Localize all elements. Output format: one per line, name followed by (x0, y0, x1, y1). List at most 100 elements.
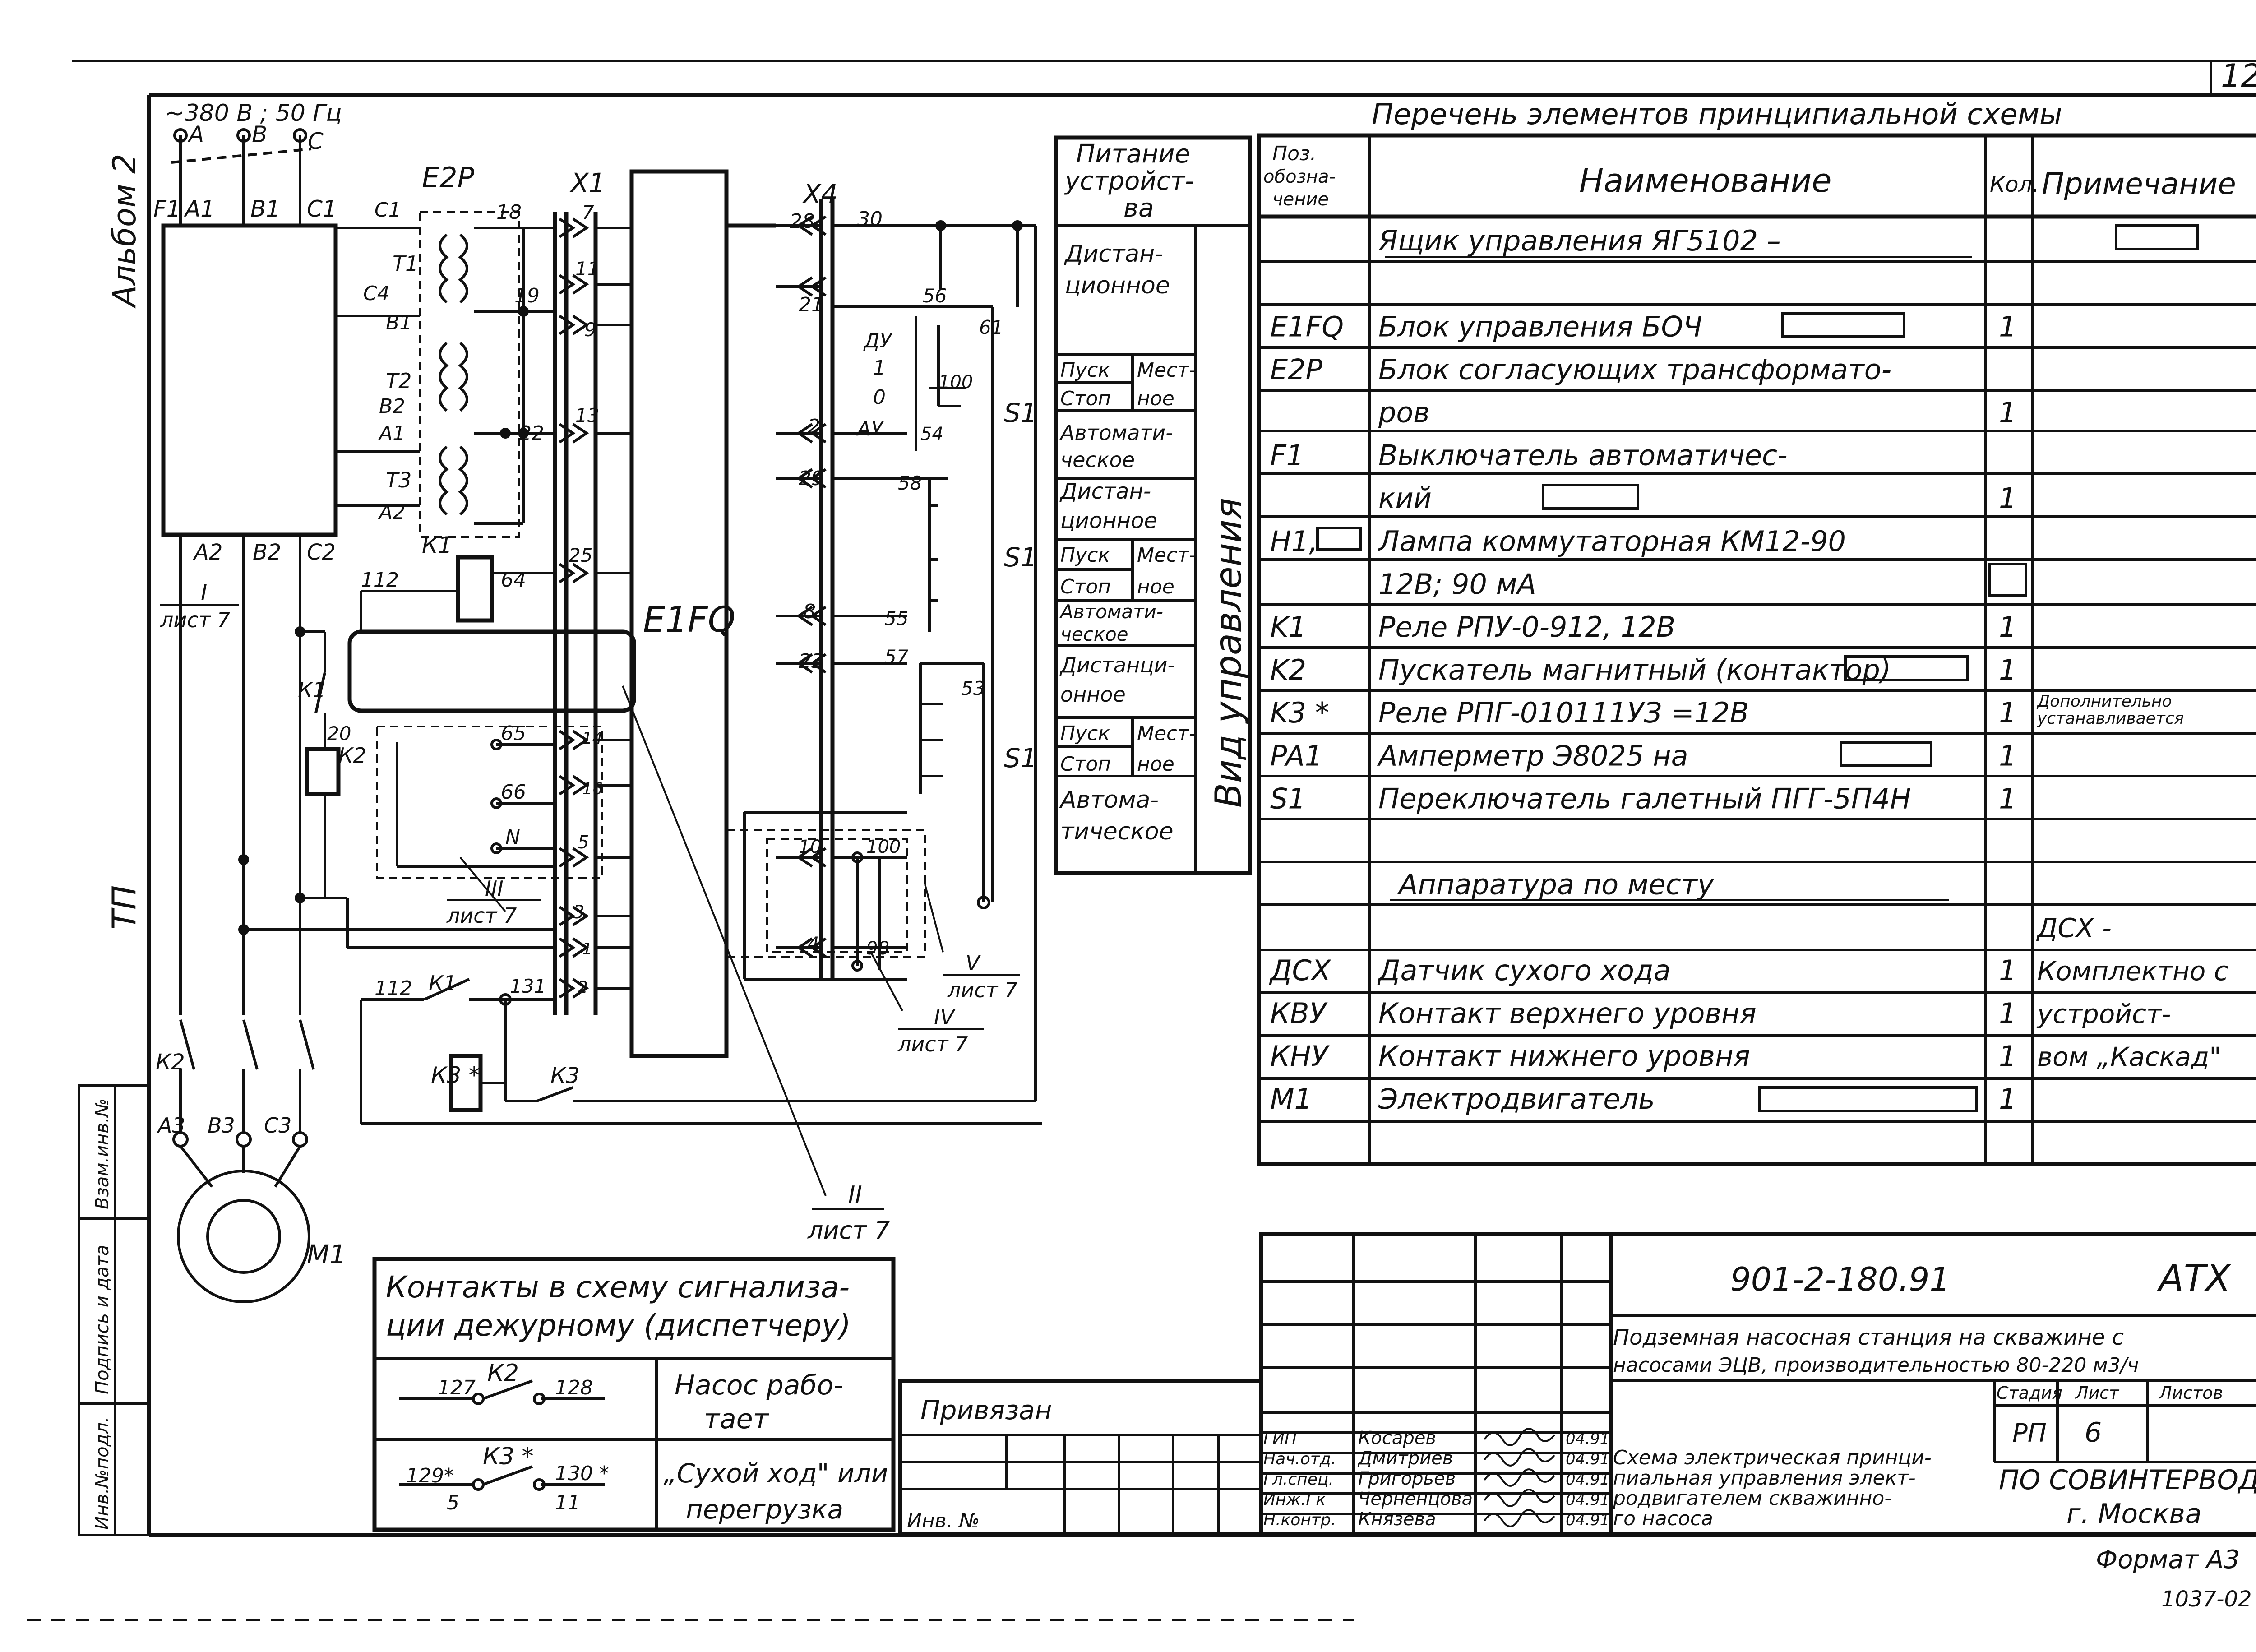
mode-remote-2a: Дистан- (1059, 479, 1151, 504)
element-name: Контакт верхнего уровня (1378, 997, 1757, 1030)
x1-14: 14 (582, 729, 603, 748)
element-pos: F1 (1270, 439, 1304, 472)
element-name: Контакт нижнего уровня (1378, 1040, 1750, 1073)
label-du: ДУ (863, 329, 893, 352)
label-56: 56 (923, 285, 947, 307)
x4-29: 29 (799, 467, 824, 490)
ref-v: V (966, 951, 981, 975)
signer-name: Григорьев (1358, 1468, 1456, 1489)
label-k1-coil: К1 (422, 532, 452, 558)
doc-code: 901-2-180.91 (1730, 1260, 1950, 1298)
label-e2p: Е2Р (422, 161, 475, 194)
element-list-grid (1257, 133, 2256, 1166)
label-66: 66 (501, 781, 526, 804)
signal-row2-sub-left: 5 (447, 1491, 459, 1514)
org-line-2: г. Москва (2066, 1498, 2202, 1530)
x4-10: 10 (799, 837, 822, 857)
label-c2: С2 (307, 540, 336, 565)
element-qty: 1 (1999, 739, 2016, 772)
x1-9: 9 (584, 319, 596, 341)
x1-16: 16 (582, 780, 603, 798)
section-label: ТП (105, 885, 143, 930)
element-name: Реле РПГ-010111УЗ =12В (1378, 696, 1749, 729)
element-pos: E1FQ (1270, 310, 1344, 343)
label-b3: В3 (208, 1113, 235, 1138)
x1-5: 5 (578, 832, 589, 853)
label-k2-contacts: К2 (156, 1050, 185, 1075)
element-name: Ящик управления ЯГ5102 – (1378, 224, 1781, 257)
element-pos: K2 (1270, 653, 1306, 686)
modes-header-3: ва (1123, 194, 1154, 223)
signal-title-2: ции дежурному (диспетчеру) (386, 1308, 851, 1343)
element-list-title: Перечень элементов принципиальной схемы (1372, 98, 2062, 131)
element-qty: 1 (1999, 782, 2016, 815)
stage-header: Стадия (1997, 1383, 2062, 1403)
element-qty: 1 (1999, 997, 2016, 1030)
element-pos: КНУ (1270, 1040, 1330, 1073)
header-note: Примечание (2042, 167, 2236, 201)
album-label: Альбом 2 (106, 154, 143, 309)
ref-i: I (201, 580, 207, 606)
label-98: 98 (866, 938, 889, 959)
mode-local-3a: Мест- (1137, 722, 1196, 745)
phase-b: В (252, 121, 267, 148)
element-qty: 1 (1999, 1040, 2016, 1073)
mode-auto-3a: Автома- (1059, 787, 1159, 814)
element-name: Блок управления БОЧ (1378, 310, 1702, 343)
mode-local-1a: Мест- (1137, 359, 1196, 382)
mode-local-2a: Мест- (1137, 544, 1196, 567)
element-pos: S1 (1270, 782, 1306, 815)
label-131: 131 (510, 975, 546, 997)
side-stamp-replace: Взам.инв.№ (92, 1098, 113, 1209)
x1-25: 25 (569, 544, 592, 566)
label-58: 58 (898, 472, 922, 494)
signature-mark (1484, 1448, 1555, 1467)
format-label: Формат А3 (2096, 1545, 2240, 1574)
label-55: 55 (884, 607, 908, 629)
label-a3: А3 (157, 1113, 185, 1138)
side-stamp (78, 1084, 150, 1536)
label-54: 54 (920, 424, 943, 444)
mode-local-1b: ное (1137, 387, 1174, 410)
mode-start-1: Пуск (1060, 359, 1110, 382)
phase-c: С (308, 128, 324, 154)
signer-role: Н.контр. (1263, 1511, 1336, 1529)
project-line-1: Подземная насосная станция на скважине с (1613, 1325, 2124, 1350)
element-note: Комплектно с (2037, 956, 2228, 986)
ref-ii: II (848, 1181, 862, 1208)
element-qty: 1 (1999, 611, 2016, 643)
element-name: Переключатель галетный ПГГ-5П4Н (1378, 782, 1911, 815)
x4-8: 8 (803, 600, 816, 623)
side-stamp-inv: Инв.№подл. (92, 1416, 113, 1530)
label-k1-lower: К1 (429, 971, 457, 995)
element-qty: 1 (1999, 310, 2016, 343)
x4-4: 4 (808, 934, 819, 954)
element-qty: 1 (1999, 696, 2016, 729)
control-modes-table (1054, 135, 1252, 875)
mode-start-3: Пуск (1060, 722, 1110, 745)
element-pos: K3 * (1270, 696, 1329, 729)
label-61: 61 (979, 316, 1003, 338)
project-line-2: насосами ЭЦВ, производительностью 80-220… (1613, 1354, 2139, 1377)
element-pos: PA1 (1270, 739, 1322, 772)
signal-title-1: Контакты в схему сигнализа- (386, 1270, 850, 1305)
mode-remote-3b: онное (1060, 682, 1126, 707)
label-65: 65 (501, 722, 526, 745)
signal-contacts-box (372, 1257, 896, 1532)
modes-header-2: устройст- (1064, 167, 1194, 196)
element-qty: 1 (1999, 954, 2016, 987)
signal-row1-note-2: тает (704, 1403, 770, 1435)
inv-no-label: Инв. № (907, 1509, 980, 1532)
signer-date: 04.91 (1566, 1430, 1609, 1448)
mode-remote-3a: Дистанци- (1059, 653, 1175, 677)
label-pos0: 0 (873, 386, 886, 409)
transformer-coils (439, 233, 468, 516)
label-b2: В2 (253, 540, 281, 565)
x1-13: 13 (575, 404, 599, 426)
element-name: Реле РПУ-0-912, 12В (1378, 611, 1675, 643)
x1-11: 11 (575, 258, 599, 280)
element-pos: K1 (1270, 611, 1306, 643)
drawing-line-2: пиальная управления элект- (1613, 1467, 1916, 1490)
signer-name: Косарев (1358, 1428, 1436, 1448)
label-a1b: А1 (378, 422, 405, 445)
